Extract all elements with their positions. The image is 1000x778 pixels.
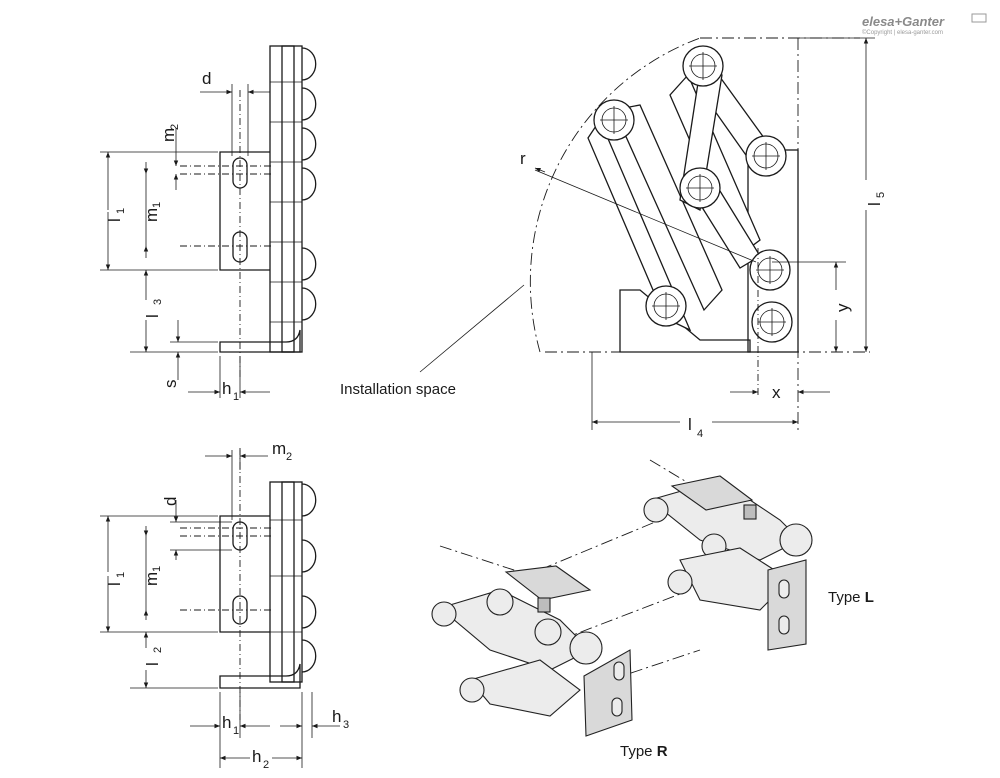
swing-l5-label: l bbox=[865, 202, 884, 206]
isometric-views: Type L Type R bbox=[431, 459, 874, 760]
type-r-hinge bbox=[431, 565, 633, 737]
brand-logo-text: elesa+Ganter bbox=[862, 14, 945, 29]
top-l1-label: l bbox=[105, 218, 124, 222]
bottom-d-label: d bbox=[161, 497, 180, 506]
type-l-prefix: Type bbox=[828, 589, 865, 606]
swing-l4-label: l bbox=[688, 415, 692, 434]
top-m1-label: m bbox=[142, 208, 161, 222]
type-l-hinge bbox=[643, 475, 813, 651]
type-r-label: Type R bbox=[620, 743, 668, 760]
top-d-label: d bbox=[202, 69, 211, 88]
swing-x-label: x bbox=[772, 383, 781, 402]
bottom-m2-label: m bbox=[272, 439, 286, 458]
bottom-m1-label: m bbox=[142, 572, 161, 586]
copyright-text: ©Copyright | elesa-ganter.com bbox=[862, 29, 943, 36]
top-knuckles bbox=[270, 47, 317, 323]
brand-logo: elesa+Ganter ©Copyright | elesa-ganter.c… bbox=[862, 13, 987, 36]
top-h1-label: h bbox=[222, 379, 231, 398]
bottom-l1-label: l bbox=[105, 582, 124, 586]
swing-pivots bbox=[593, 45, 793, 343]
top-m2-label: m bbox=[159, 128, 178, 142]
top-m2-sub: 2 bbox=[169, 124, 181, 130]
bottom-l2-label: l bbox=[143, 662, 162, 666]
bottom-m1-sub: 1 bbox=[151, 566, 163, 572]
bottom-hinge-view: m 2 d m 1 l 1 l 2 h 1 bbox=[100, 439, 349, 771]
bottom-knuckles bbox=[270, 483, 317, 673]
bottom-l2-sub: 2 bbox=[152, 647, 164, 653]
bottom-h1-label: h bbox=[222, 713, 231, 732]
top-l1-sub: 1 bbox=[115, 208, 127, 214]
swing-l4-sub: 4 bbox=[697, 428, 703, 440]
swing-r-label: r bbox=[520, 149, 526, 168]
top-l3-sub: 3 bbox=[152, 299, 164, 305]
bottom-m2-sub: 2 bbox=[286, 451, 292, 463]
top-m1-sub: 1 bbox=[151, 202, 163, 208]
bottom-h3-label: h bbox=[332, 707, 341, 726]
swing-view: r l 5 y x l 4 Installation space bbox=[340, 37, 887, 440]
installation-space-label: Installation space bbox=[340, 381, 456, 398]
bottom-h2-sub: 2 bbox=[263, 759, 269, 771]
ce-mark-icon bbox=[971, 13, 987, 23]
top-h1-sub: 1 bbox=[233, 391, 239, 403]
swing-l5-sub: 5 bbox=[875, 192, 887, 198]
top-s-label: s bbox=[161, 380, 180, 389]
bottom-l1-sub: 1 bbox=[115, 572, 127, 578]
type-r-letter: R bbox=[657, 743, 668, 760]
type-l-letter: L bbox=[865, 589, 874, 606]
bottom-h1-sub: 1 bbox=[233, 725, 239, 737]
top-hinge-view: d m 2 m 1 l 1 l 3 s h 1 bbox=[100, 45, 317, 403]
bottom-h3-sub: 3 bbox=[343, 719, 349, 731]
bottom-h2-label: h bbox=[252, 747, 261, 766]
type-r-prefix: Type bbox=[620, 743, 657, 760]
swing-y-label: y bbox=[833, 303, 852, 312]
type-l-label: Type L bbox=[828, 589, 874, 606]
top-l3-label: l bbox=[143, 314, 162, 318]
